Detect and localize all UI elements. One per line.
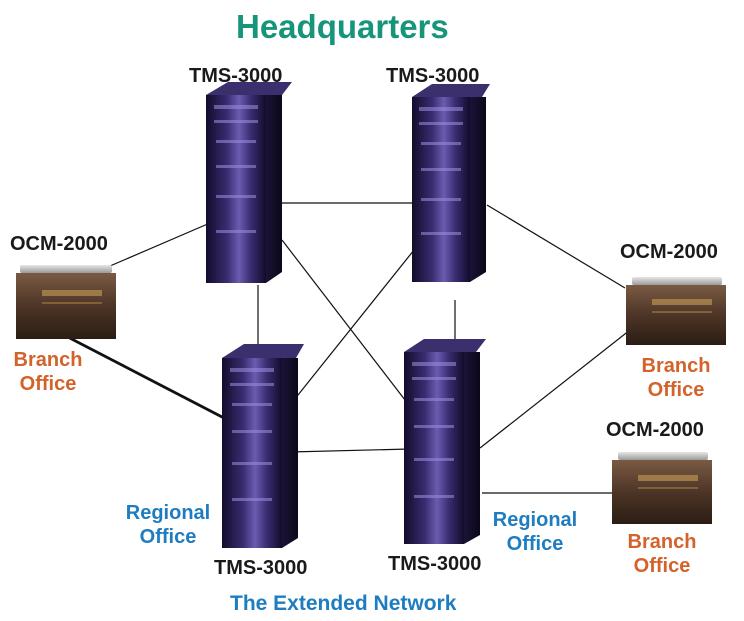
tms-label-hq-left: TMS-3000 bbox=[189, 65, 283, 87]
headquarters-title: Headquarters bbox=[236, 8, 449, 45]
ocm-label-right-bottom: OCM-2000 bbox=[606, 419, 704, 441]
tms-rack-regional-left bbox=[222, 344, 304, 548]
link-ocm-left-reg-left bbox=[61, 332, 225, 420]
ocm-unit-left bbox=[16, 265, 116, 339]
regional-office-line-1: Regional bbox=[492, 509, 578, 531]
link-hq-right-ocm-right-top bbox=[486, 204, 626, 289]
regional-office-label-left: Regional Office bbox=[116, 501, 220, 549]
extended-network-caption: The Extended Network bbox=[230, 592, 457, 615]
regional-office-line-2: Office bbox=[506, 533, 564, 555]
link-ocm-left-hq-left bbox=[109, 222, 211, 267]
branch-office-line-2: Office bbox=[19, 373, 77, 395]
branch-office-line-2: Office bbox=[633, 555, 691, 577]
link-hq-left-reg-right bbox=[281, 239, 406, 401]
ocm-label-right-top: OCM-2000 bbox=[620, 241, 718, 263]
tms-rack-hq-left bbox=[206, 82, 292, 283]
branch-office-line-1: Branch bbox=[627, 531, 697, 553]
regional-office-line-2: Office bbox=[139, 526, 197, 548]
ocm-unit-right-bottom bbox=[612, 452, 712, 524]
ocm-unit-right-top bbox=[626, 277, 726, 345]
branch-office-line-1: Branch bbox=[13, 349, 83, 371]
tms-rack-regional-right bbox=[404, 339, 486, 544]
connection-lines bbox=[61, 202, 631, 494]
tms-label-regional-right: TMS-3000 bbox=[388, 553, 482, 575]
tms-label-regional-left: TMS-3000 bbox=[214, 557, 308, 579]
regional-office-line-1: Regional bbox=[125, 502, 211, 524]
tms-label-hq-right: TMS-3000 bbox=[386, 65, 480, 87]
ocm-label-left: OCM-2000 bbox=[10, 233, 108, 255]
link-hq-right-reg-left bbox=[289, 244, 419, 406]
link-reg-left-reg-right bbox=[289, 448, 411, 453]
regional-office-label-right: Regional Office bbox=[483, 508, 587, 556]
branch-office-label-left: Branch Office bbox=[8, 348, 88, 396]
branch-office-line-1: Branch bbox=[641, 355, 711, 377]
tms-rack-hq-right bbox=[412, 84, 490, 282]
link-reg-right-ocm-right-top bbox=[479, 329, 631, 449]
branch-office-label-right-bottom: Branch Office bbox=[622, 530, 702, 578]
branch-office-label-right-top: Branch Office bbox=[636, 354, 716, 402]
branch-office-line-2: Office bbox=[647, 379, 705, 401]
